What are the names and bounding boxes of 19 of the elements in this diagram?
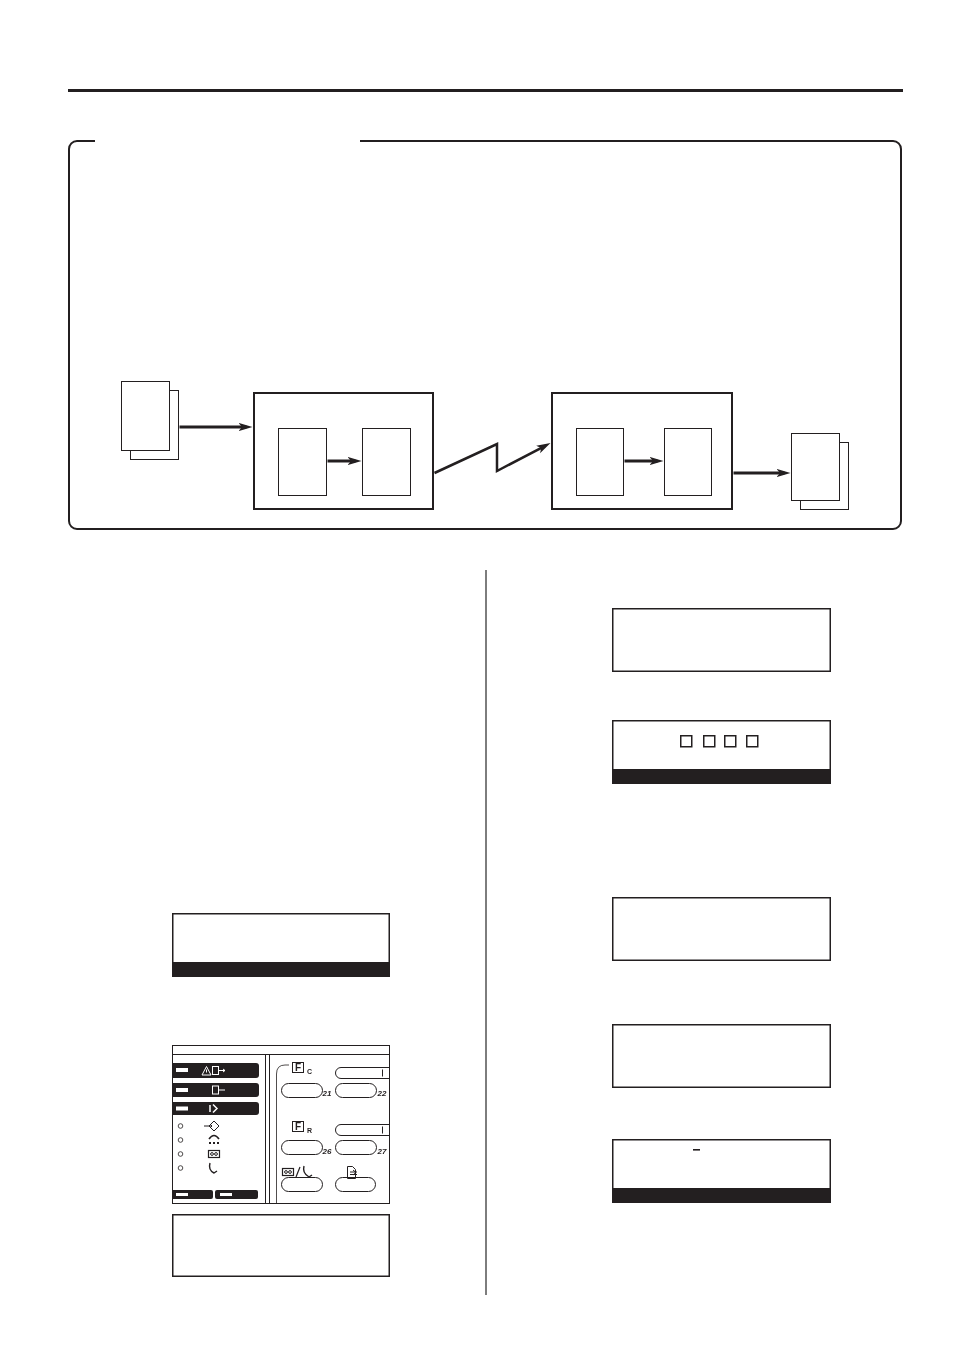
container-box: [253, 392, 434, 510]
arrow: [733, 468, 791, 478]
document-stack: [791, 433, 849, 510]
arrow: [179, 422, 253, 432]
page-box: [278, 428, 327, 496]
arrow: [327, 456, 362, 466]
key-number: 27: [377, 1146, 387, 1156]
function-key-label: F$_{C}$: [292, 1062, 313, 1073]
key-number: 22: [377, 1088, 387, 1098]
document-stack: [121, 381, 179, 460]
page-box: [576, 428, 624, 496]
arrow: [624, 456, 664, 466]
key-number: 26: [322, 1146, 332, 1156]
zigzag-arrow: [433, 442, 551, 475]
container-box: [551, 392, 733, 510]
page-box: [664, 428, 712, 496]
function-key-label: F$_{R}$: [292, 1121, 313, 1132]
page-box: [362, 428, 411, 496]
key-number: 21: [322, 1088, 332, 1098]
